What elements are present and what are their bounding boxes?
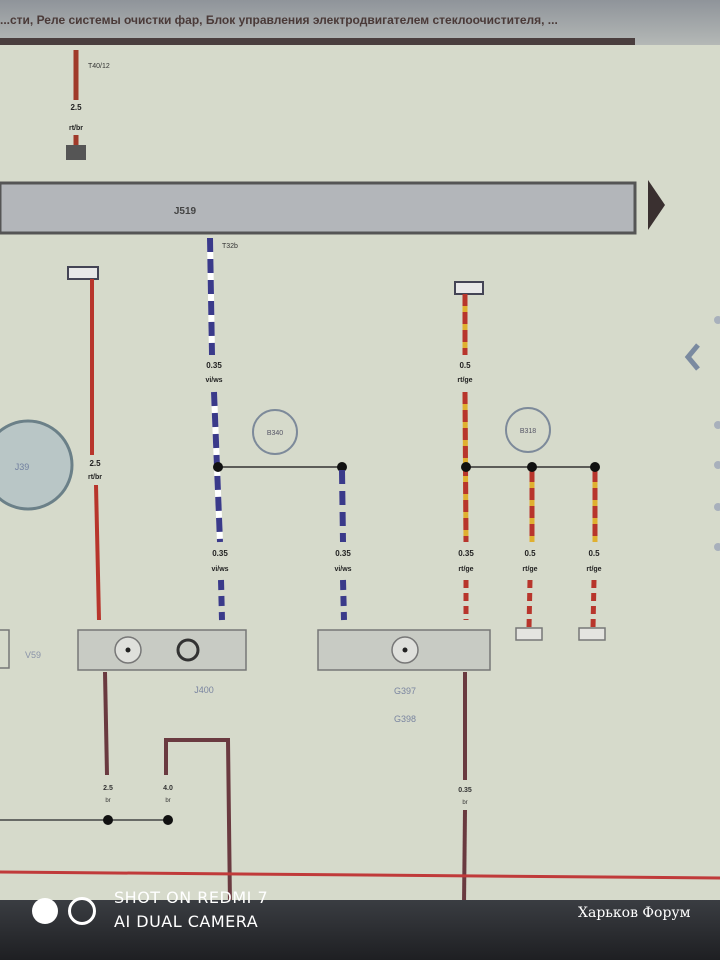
wire-color: vi/ws: [211, 566, 228, 573]
wire-4[interactable]: 0.5 rt/ge 0.35 rt/ge: [454, 281, 484, 620]
junction-dot: [461, 462, 471, 472]
junction-dot: [103, 815, 113, 825]
wire-size: 0.35: [335, 549, 351, 558]
header-title: ...сти, Реле системы очистки фар, Блок у…: [0, 13, 558, 27]
component-left-partial[interactable]: V59: [0, 629, 41, 669]
wire-2[interactable]: T32b 0.35 vi/ws 0.35 vi/ws: [205, 237, 238, 621]
lower-wire-3[interactable]: 0.35 br: [458, 672, 472, 906]
component-label: G397: [394, 686, 416, 696]
wire-size: 0.35: [206, 361, 222, 370]
component-label: V59: [25, 650, 41, 660]
wire-size: 0.5: [588, 549, 600, 558]
wire-5[interactable]: 0.5 rt/ge: [515, 470, 543, 641]
wire-color: vi/ws: [334, 566, 351, 573]
watermark-dot-icon: [32, 898, 58, 924]
big-component-label: J39: [15, 462, 30, 472]
wire-color: rt/ge: [458, 566, 473, 573]
wire-3[interactable]: 0.35 vi/ws: [334, 469, 352, 621]
dot-icon[interactable]: [714, 543, 720, 551]
splice-label: B340: [267, 430, 283, 437]
junction-dot: [590, 462, 600, 472]
splice-label: B318: [520, 428, 536, 435]
dot-icon[interactable]: [714, 503, 720, 511]
wire-color: vi/ws: [205, 377, 222, 384]
wire-size: 0.35: [458, 787, 472, 794]
bus-bar-label: J519: [174, 206, 197, 217]
wire-1[interactable]: 2.5 rt/br: [67, 266, 102, 621]
bus-bar[interactable]: J519: [0, 180, 665, 235]
component-label: J400: [194, 685, 214, 695]
splice-b340[interactable]: B340: [252, 409, 298, 455]
monitor-bezel: [0, 900, 720, 960]
wire-size: 2.5: [103, 785, 113, 792]
wire-color: rt/br: [69, 125, 83, 132]
wire-color: rt/ge: [522, 566, 537, 573]
watermark-ring-icon: [68, 897, 96, 925]
wire-6[interactable]: 0.5 rt/ge: [578, 470, 606, 641]
component-g397[interactable]: G397 G398: [317, 629, 491, 724]
forum-watermark: Харьков Форум: [578, 905, 691, 921]
wire-color: rt/ge: [457, 377, 472, 384]
wire-size: 0.35: [212, 549, 228, 558]
watermark-line2: AI DUAL CAMERA: [114, 912, 259, 931]
wire-color: rt/ge: [586, 566, 601, 573]
pin-label: T32b: [222, 243, 238, 250]
wire-size: 0.35: [458, 549, 474, 558]
dot-icon[interactable]: [714, 316, 720, 324]
big-component[interactable]: J39: [0, 419, 74, 511]
dot-icon[interactable]: [714, 421, 720, 429]
junction-dot: [163, 815, 173, 825]
lower-wire-1[interactable]: 2.5 br: [103, 671, 113, 804]
component-label: G398: [394, 714, 416, 724]
wire-size: 4.0: [163, 785, 173, 792]
wire-size: 2.5: [89, 459, 101, 468]
wire-size: 0.5: [459, 361, 471, 370]
lower-wire-2[interactable]: 4.0 br: [163, 738, 232, 906]
component-j400[interactable]: J400: [77, 629, 247, 695]
top-wire-pin: T40/12: [88, 63, 110, 70]
watermark-line1: SHOT ON REDMI 7: [114, 888, 269, 907]
wire-size: 0.5: [524, 549, 536, 558]
top-wire[interactable]: T40/12 2.5 rt/br: [66, 50, 110, 160]
wire-color: br: [165, 798, 170, 804]
junction-dot: [527, 462, 537, 472]
wire-color: rt/br: [88, 474, 102, 481]
splice-b318[interactable]: B318: [505, 407, 551, 453]
wire-color: br: [105, 798, 110, 804]
wire-color: br: [462, 800, 467, 806]
collapse-chevron-icon[interactable]: [684, 343, 700, 371]
dot-icon[interactable]: [714, 461, 720, 469]
header-area: [0, 0, 720, 45]
connector: [66, 145, 86, 160]
junction-dot: [213, 462, 223, 472]
expand-arrow-icon[interactable]: [648, 180, 665, 230]
header-rule: [0, 38, 635, 45]
wire-size: 2.5: [70, 103, 82, 112]
ground-bus: [0, 870, 720, 880]
rain-sensor-icon: [176, 638, 200, 662]
junction-dot: [337, 462, 347, 472]
